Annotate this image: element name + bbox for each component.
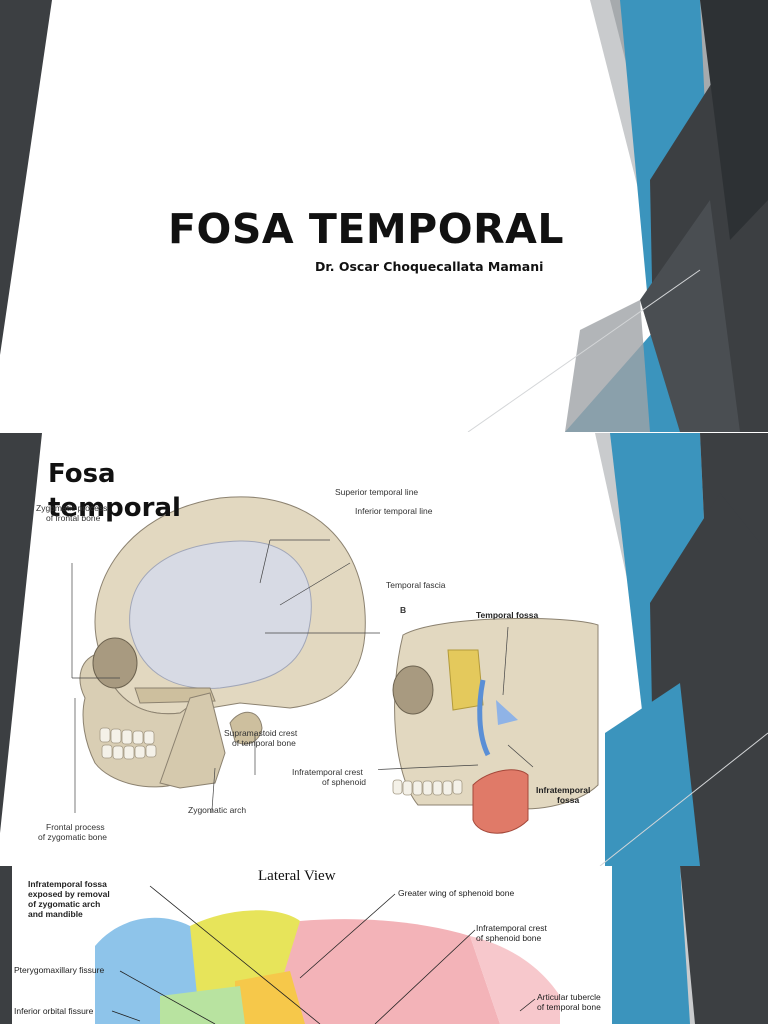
slide-author: Dr. Oscar Choquecallata Mamani xyxy=(315,259,544,274)
label-infratemporal-crest-2: of sphenoid xyxy=(322,777,366,787)
label-greater-wing-sphenoid: Greater wing of sphenoid bone xyxy=(398,888,515,898)
label-supramastoid-crest: Supramastoid crest xyxy=(224,728,298,738)
label-frontal-process: Frontal process xyxy=(46,822,105,832)
content-slide-fosa-temporal: Fosa temporal Zygomatic process of front… xyxy=(0,433,768,866)
slide2-background xyxy=(0,433,768,866)
label-infratemporal-fossa: Infratemporal xyxy=(536,785,591,795)
content-slide-lateral-view: Lateral View Infratemporal fossa exposed… xyxy=(0,866,768,1024)
slide3-background xyxy=(0,866,768,1024)
label-infratemporal-crest-sphenoid: Infratemporal crest xyxy=(476,923,547,933)
label-inferior-temporal-line: Inferior temporal line xyxy=(355,506,433,516)
label-infratemporal-fossa-exposed-4: and mandible xyxy=(28,909,83,919)
label-infratemporal-crest: Infratemporal crest xyxy=(292,767,363,777)
lateral-view-title: Lateral View xyxy=(258,868,336,884)
label-temporal-fossa: Temporal fossa xyxy=(476,610,539,620)
label-infratemporal-fossa-exposed: Infratemporal fossa xyxy=(28,879,107,889)
label-zygomatic-process: Zygomatic process xyxy=(36,503,108,513)
slide2-heading-line1: Fosa xyxy=(48,459,116,489)
title-slide: FOSA TEMPORAL Dr. Oscar Choquecallata Ma… xyxy=(0,0,768,432)
label-infratemporal-fossa-exposed-2: exposed by removal xyxy=(28,889,110,899)
label-temporal-fascia: Temporal fascia xyxy=(386,580,446,590)
label-zygomatic-process-2: of frontal bone xyxy=(46,513,101,523)
slide-title: FOSA TEMPORAL xyxy=(168,205,564,253)
label-panel-b: B xyxy=(400,605,407,615)
label-articular-tubercle-2: of temporal bone xyxy=(537,1002,601,1012)
title-slide-background xyxy=(0,0,768,432)
label-superior-temporal-line: Superior temporal line xyxy=(335,487,419,497)
slide2-heading-line2: temporal xyxy=(48,493,181,523)
label-supramastoid-crest-2: of temporal bone xyxy=(232,738,296,748)
label-zygomatic-arch: Zygomatic arch xyxy=(188,805,247,815)
label-frontal-process-2: of zygomatic bone xyxy=(38,832,107,842)
label-pterygomaxillary-fissure: Pterygomaxillary fissure xyxy=(14,965,105,975)
label-articular-tubercle: Articular tubercle xyxy=(537,992,601,1002)
label-infratemporal-crest-sphenoid-2: of sphenoid bone xyxy=(476,933,542,943)
label-infratemporal-fossa-exposed-3: of zygomatic arch xyxy=(28,899,101,909)
label-infratemporal-fossa-2: fossa xyxy=(557,795,580,805)
label-inferior-orbital-fissure: Inferior orbital fissure xyxy=(14,1006,94,1016)
skull-temporal-fossa-illustration xyxy=(378,617,599,834)
skull-lateral-illustration xyxy=(71,496,380,813)
